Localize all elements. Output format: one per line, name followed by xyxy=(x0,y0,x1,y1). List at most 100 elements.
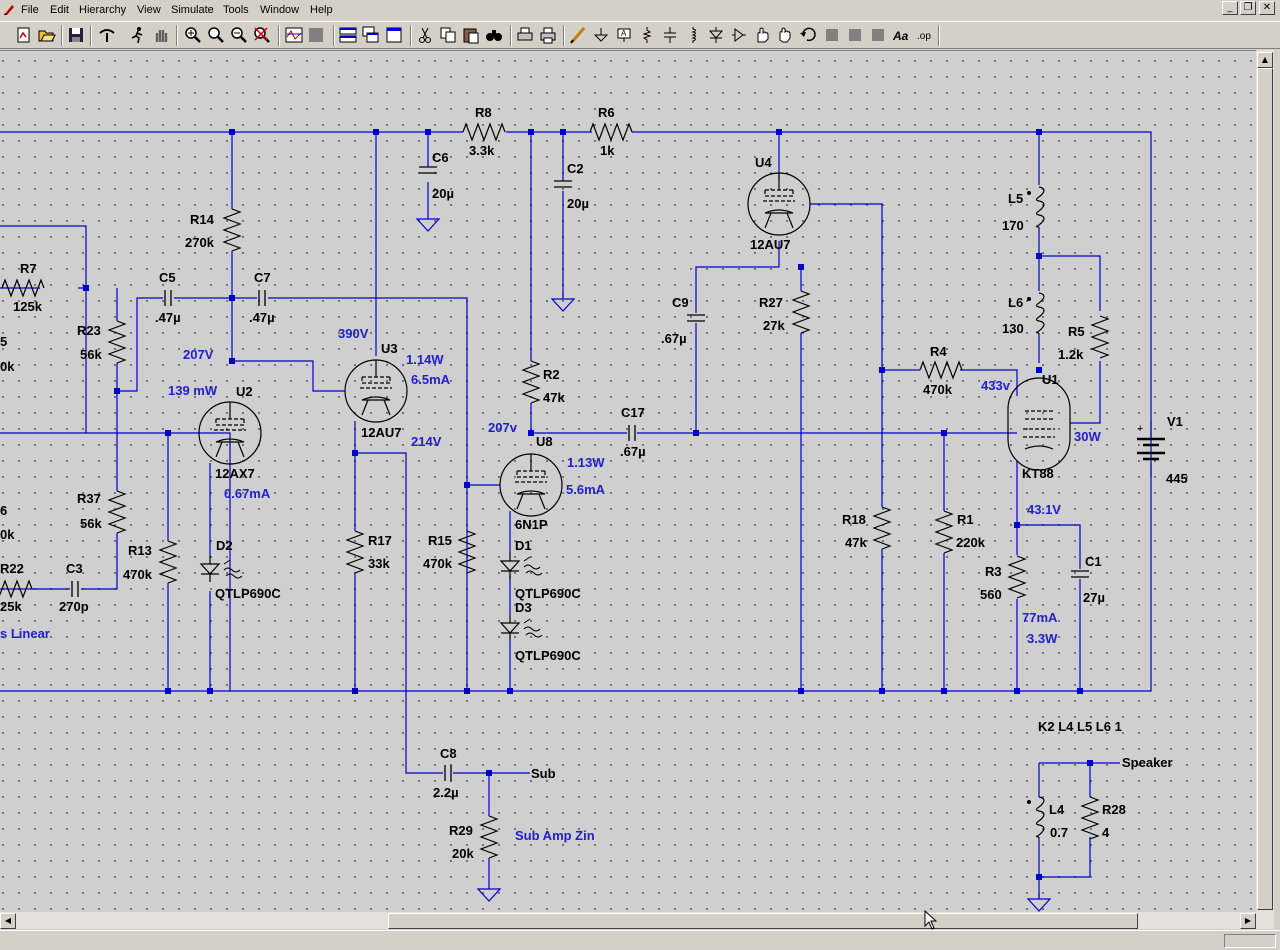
mirror-icon[interactable] xyxy=(868,25,888,45)
inductor-icon[interactable] xyxy=(683,25,703,45)
tile-horizontal-icon[interactable] xyxy=(338,25,358,45)
capacitor-c7[interactable] xyxy=(258,290,266,306)
label-u1-value: KT88 xyxy=(1022,466,1054,481)
gray-box-icon[interactable] xyxy=(306,25,326,45)
spice-directive[interactable]: K2 L4 L5 L6 1 xyxy=(1038,719,1122,734)
source-v1[interactable] xyxy=(1137,437,1165,461)
print-setup-icon[interactable] xyxy=(515,25,535,45)
halt-icon[interactable] xyxy=(151,25,171,45)
menu-tools[interactable]: Tools xyxy=(223,4,249,16)
label-u3-name: U3 xyxy=(381,341,398,356)
capacitor-c3[interactable] xyxy=(71,581,79,597)
menu-edit[interactable]: Edit xyxy=(50,4,69,16)
net-label-speaker[interactable]: Speaker xyxy=(1122,755,1173,770)
scroll-right-button[interactable]: ▶ xyxy=(1240,913,1256,929)
label-u2-name: U2 xyxy=(236,384,253,399)
component-icon[interactable] xyxy=(729,25,749,45)
zoom-out-icon[interactable] xyxy=(229,25,249,45)
drag-icon[interactable] xyxy=(775,25,795,45)
copy-icon[interactable] xyxy=(438,25,458,45)
zoom-pan-icon[interactable] xyxy=(206,25,226,45)
tube-u1[interactable] xyxy=(1007,377,1071,471)
capacitor-c17[interactable] xyxy=(628,425,636,441)
annot-sub-amp-zin: Sub Amp Zin xyxy=(515,828,595,843)
label-d2-value: QTLP690C xyxy=(215,586,281,601)
zoom-fit-icon[interactable] xyxy=(252,25,272,45)
draw-wire-icon[interactable] xyxy=(568,25,588,45)
wires xyxy=(0,131,1152,897)
control-panel-icon[interactable] xyxy=(97,25,117,45)
waveform-icon[interactable] xyxy=(284,25,304,45)
capacitor-c5[interactable] xyxy=(164,290,172,306)
redo-icon[interactable] xyxy=(822,25,842,45)
undo-icon[interactable] xyxy=(798,25,818,45)
save-icon[interactable] xyxy=(66,25,86,45)
capacitor-c9[interactable] xyxy=(687,314,705,322)
open-icon[interactable] xyxy=(37,25,57,45)
find-icon[interactable] xyxy=(484,25,504,45)
capacitor-icon[interactable] xyxy=(660,25,680,45)
label-r2-name: R2 xyxy=(543,367,560,382)
label-r3-value: 560 xyxy=(980,587,1002,602)
zoom-in-icon[interactable] xyxy=(183,25,203,45)
text-icon[interactable]: Aa xyxy=(891,25,911,45)
label-net-icon[interactable]: A xyxy=(614,25,634,45)
capacitor-c1[interactable] xyxy=(1071,570,1089,578)
capacitor-c8[interactable] xyxy=(444,765,452,781)
label-l6-value: 130 xyxy=(1002,321,1024,336)
restore-button[interactable]: ❐ xyxy=(1240,1,1256,15)
menu-file[interactable]: File xyxy=(21,4,39,16)
toolbar: A Aa .op xyxy=(0,21,1280,49)
close-windows-icon[interactable] xyxy=(384,25,404,45)
label-r22-value: 25k xyxy=(0,599,22,614)
vertical-scroll-thumb[interactable] xyxy=(1257,68,1273,910)
annot-139mw: 139 mW xyxy=(168,383,218,398)
menu-view[interactable]: View xyxy=(137,4,161,16)
run-icon[interactable] xyxy=(128,25,148,45)
ground-icon[interactable] xyxy=(591,25,611,45)
menu-window[interactable]: Window xyxy=(260,4,300,16)
minimize-button[interactable]: _ xyxy=(1222,1,1238,15)
svg-text:.op: .op xyxy=(917,31,931,42)
resistor-icon[interactable] xyxy=(637,25,657,45)
vertical-scrollbar[interactable]: ▲ xyxy=(1256,50,1274,912)
label-r5-name: R5 xyxy=(1068,324,1085,339)
scroll-left-button[interactable]: ◀ xyxy=(0,913,16,929)
new-schematic-icon[interactable] xyxy=(14,25,34,45)
net-label-sub[interactable]: Sub xyxy=(531,766,556,781)
move-icon[interactable] xyxy=(752,25,772,45)
schematic-canvas[interactable]: R8 3.3k R6 1k C6 20µ C2 20µ R14 270k R7 … xyxy=(0,50,1256,913)
paste-icon[interactable] xyxy=(461,25,481,45)
horizontal-scroll-thumb[interactable] xyxy=(388,913,1138,929)
menu-help[interactable]: Help xyxy=(310,4,333,16)
annot-1-13w: 1.13W xyxy=(567,455,605,470)
scroll-up-button[interactable]: ▲ xyxy=(1257,52,1273,68)
ltspice-app-icon[interactable] xyxy=(3,3,16,16)
print-icon[interactable] xyxy=(538,25,558,45)
horizontal-scrollbar[interactable]: ◀ ▶ xyxy=(0,912,1274,929)
junctions xyxy=(83,129,1093,880)
label-r4-name: R4 xyxy=(930,344,947,359)
label-u2-value: 12AX7 xyxy=(215,466,255,481)
label-l4-name: L4 xyxy=(1049,802,1065,817)
label-u8-value: 6N1P xyxy=(515,517,548,532)
diode-icon[interactable] xyxy=(706,25,726,45)
label-partial-r6: 6 xyxy=(0,503,7,518)
menu-simulate[interactable]: Simulate xyxy=(171,4,214,16)
svg-text:Aa: Aa xyxy=(892,29,909,43)
label-r8-value: 3.3k xyxy=(469,143,495,158)
rotate-icon[interactable] xyxy=(845,25,865,45)
schematic-labels: R8 3.3k R6 1k C6 20µ C2 20µ R14 270k R7 … xyxy=(0,105,1188,861)
label-c1-name: C1 xyxy=(1085,554,1102,569)
capacitor-c6[interactable] xyxy=(419,166,437,174)
menu-hierarchy[interactable]: Hierarchy xyxy=(79,4,127,16)
label-c3-name: C3 xyxy=(66,561,83,576)
label-r15-name: R15 xyxy=(428,533,452,548)
spice-directive-icon[interactable]: .op xyxy=(914,25,934,45)
cut-icon[interactable] xyxy=(415,25,435,45)
label-c17-value: .67µ xyxy=(620,444,646,459)
label-d2-name: D2 xyxy=(216,538,233,553)
close-button[interactable]: ✕ xyxy=(1259,1,1275,15)
cascade-icon[interactable] xyxy=(361,25,381,45)
capacitor-c2[interactable] xyxy=(554,180,572,188)
